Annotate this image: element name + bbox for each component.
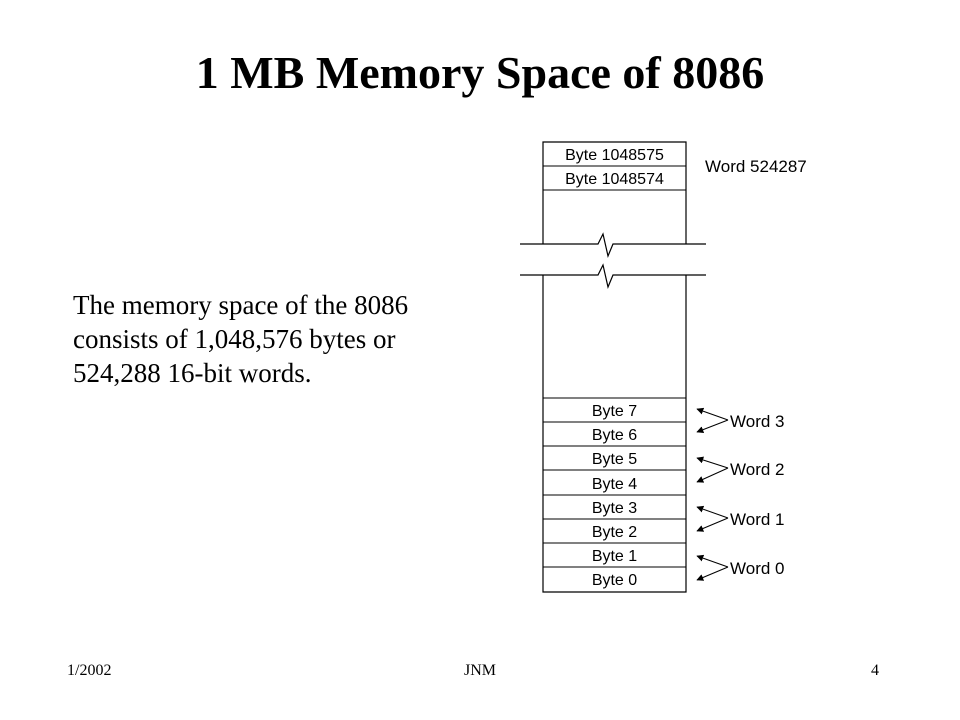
byte-cell-label: Byte 1048575 (565, 147, 664, 164)
byte-cell-label: Byte 1 (592, 548, 637, 565)
arrow (696, 407, 729, 421)
arrow (696, 456, 729, 469)
word-label: Word 2 (730, 460, 785, 479)
byte-cell-label: Byte 2 (592, 524, 637, 541)
memory-column-bottom: Byte 7 Byte 6 Byte 5 Byte 4 Byte 3 Byte … (542, 275, 687, 593)
arrow (696, 554, 729, 568)
body-line-3: 524,288 16-bit words. (73, 358, 312, 388)
break-line-lower (520, 263, 706, 289)
arrow (696, 517, 729, 532)
word-label: Word 1 (730, 510, 785, 529)
column-bottom-outline (542, 275, 687, 593)
byte-cell-label: Byte 1048574 (565, 171, 664, 188)
word-label-top: Word 524287 (705, 157, 807, 176)
byte-cell-label: Byte 0 (592, 572, 637, 589)
footer-author: JNM (463, 662, 496, 679)
word-label: Word 3 (730, 412, 785, 431)
memory-break (520, 232, 706, 289)
arrow (696, 419, 729, 433)
byte-cell-label: Byte 5 (592, 451, 637, 468)
arrow (696, 505, 729, 519)
word-arrows (696, 407, 729, 581)
body-text: The memory space of the 8086 consists of… (73, 288, 493, 390)
byte-cell-label: Byte 4 (592, 476, 637, 493)
body-line-2: consists of 1,048,576 bytes or (73, 324, 396, 354)
footer-date: 1/2002 (67, 662, 112, 679)
footer-page-number: 4 (871, 662, 879, 679)
arrow (696, 566, 729, 581)
column-top-outline (542, 141, 687, 244)
slide-title: 1 MB Memory Space of 8086 (195, 47, 765, 98)
byte-cell-label: Byte 6 (592, 427, 637, 444)
body-line-1: The memory space of the 8086 (73, 290, 409, 320)
byte-cell-label: Byte 7 (592, 403, 637, 420)
memory-column-top: Byte 1048575 Byte 1048574 (542, 141, 687, 244)
break-line-upper (520, 232, 706, 258)
byte-cell-label: Byte 3 (592, 500, 637, 517)
arrow (696, 467, 729, 483)
word-label: Word 0 (730, 559, 785, 578)
